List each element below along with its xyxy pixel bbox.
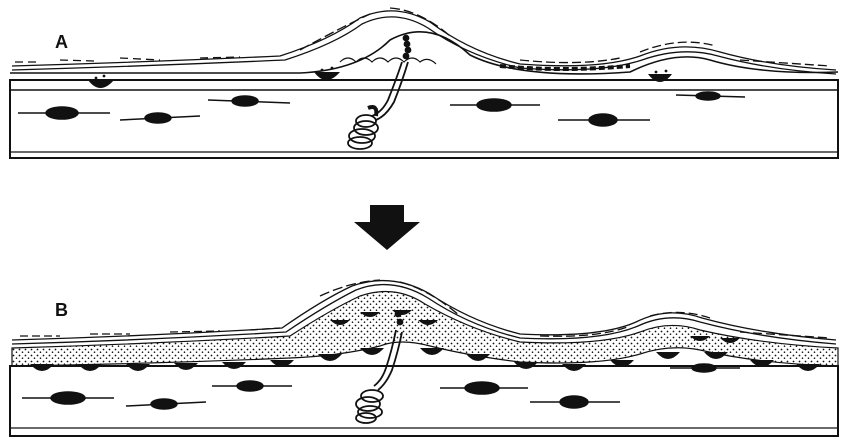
surface-film	[12, 8, 836, 74]
panel-b: B	[10, 280, 838, 436]
panel-a: A	[10, 8, 838, 158]
panel-b-label: B	[55, 300, 68, 320]
basal-layer-b	[10, 366, 838, 436]
panel-a-label: A	[55, 32, 68, 52]
down-arrow-icon	[354, 205, 420, 250]
coiled-fiber	[348, 36, 411, 150]
